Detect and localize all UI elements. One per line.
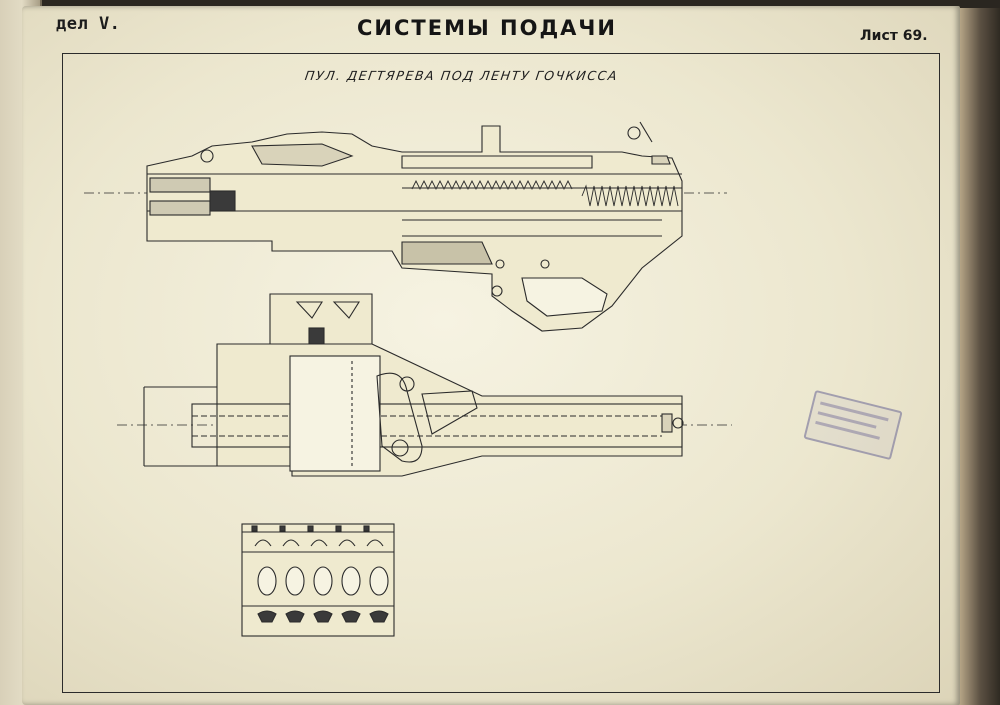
- belt-detail-view: [241, 523, 395, 637]
- sheet-title: СИСТЕМЫ ПОДАЧИ: [357, 16, 617, 40]
- sheet-number: Лист 69.: [860, 28, 928, 44]
- drawing-frame: [62, 53, 940, 693]
- drawing-sheet: дел V. СИСТЕМЫ ПОДАЧИ Лист 69. ПУЛ. ДЕГТ…: [22, 6, 960, 705]
- side-section-view: [84, 121, 727, 332]
- section-label: дел V.: [56, 14, 121, 34]
- top-plan-view: [117, 293, 732, 477]
- technical-drawing: [84, 121, 732, 637]
